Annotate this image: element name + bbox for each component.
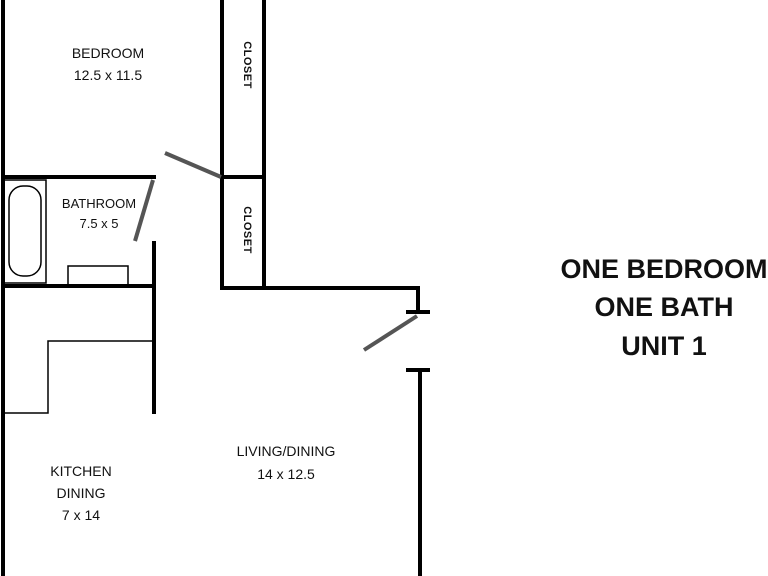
title-line-1: ONE BEDROOM: [560, 254, 767, 284]
bedroom-size: 12.5 x 11.5: [74, 67, 142, 83]
bathtub: [2, 179, 47, 284]
bathroom-size: 7.5 x 5: [79, 216, 118, 231]
bedroom-label: BEDROOM: [72, 45, 144, 61]
kitchen-label: KITCHEN: [50, 463, 111, 479]
walls: [1, 0, 430, 576]
kitchen-label-dining: DINING: [57, 485, 106, 501]
closet-lower-label: CLOSET: [241, 206, 253, 254]
bathroom-label: BATHROOM: [62, 196, 136, 211]
bathroom-door: [133, 179, 155, 242]
bedroom-door: [164, 151, 222, 179]
room-labels: BEDROOM 12.5 x 11.5 BATHROOM 7.5 x 5 CLO…: [50, 41, 335, 523]
living-label: LIVING/DINING: [237, 443, 336, 459]
kitchen-counter: [3, 340, 154, 414]
bathroom-vanity: [67, 265, 129, 287]
entry-door: [362, 314, 419, 352]
bathtub-basin: [8, 185, 42, 277]
fixtures: [2, 179, 154, 414]
title-line-2: ONE BATH: [595, 292, 734, 322]
doors: [133, 151, 419, 352]
unit-title: ONE BEDROOM ONE BATH UNIT 1: [560, 254, 767, 361]
closet-upper-label: CLOSET: [241, 41, 253, 89]
living-size: 14 x 12.5: [257, 466, 315, 482]
kitchen-size: 7 x 14: [62, 507, 100, 523]
title-line-3: UNIT 1: [621, 331, 707, 361]
